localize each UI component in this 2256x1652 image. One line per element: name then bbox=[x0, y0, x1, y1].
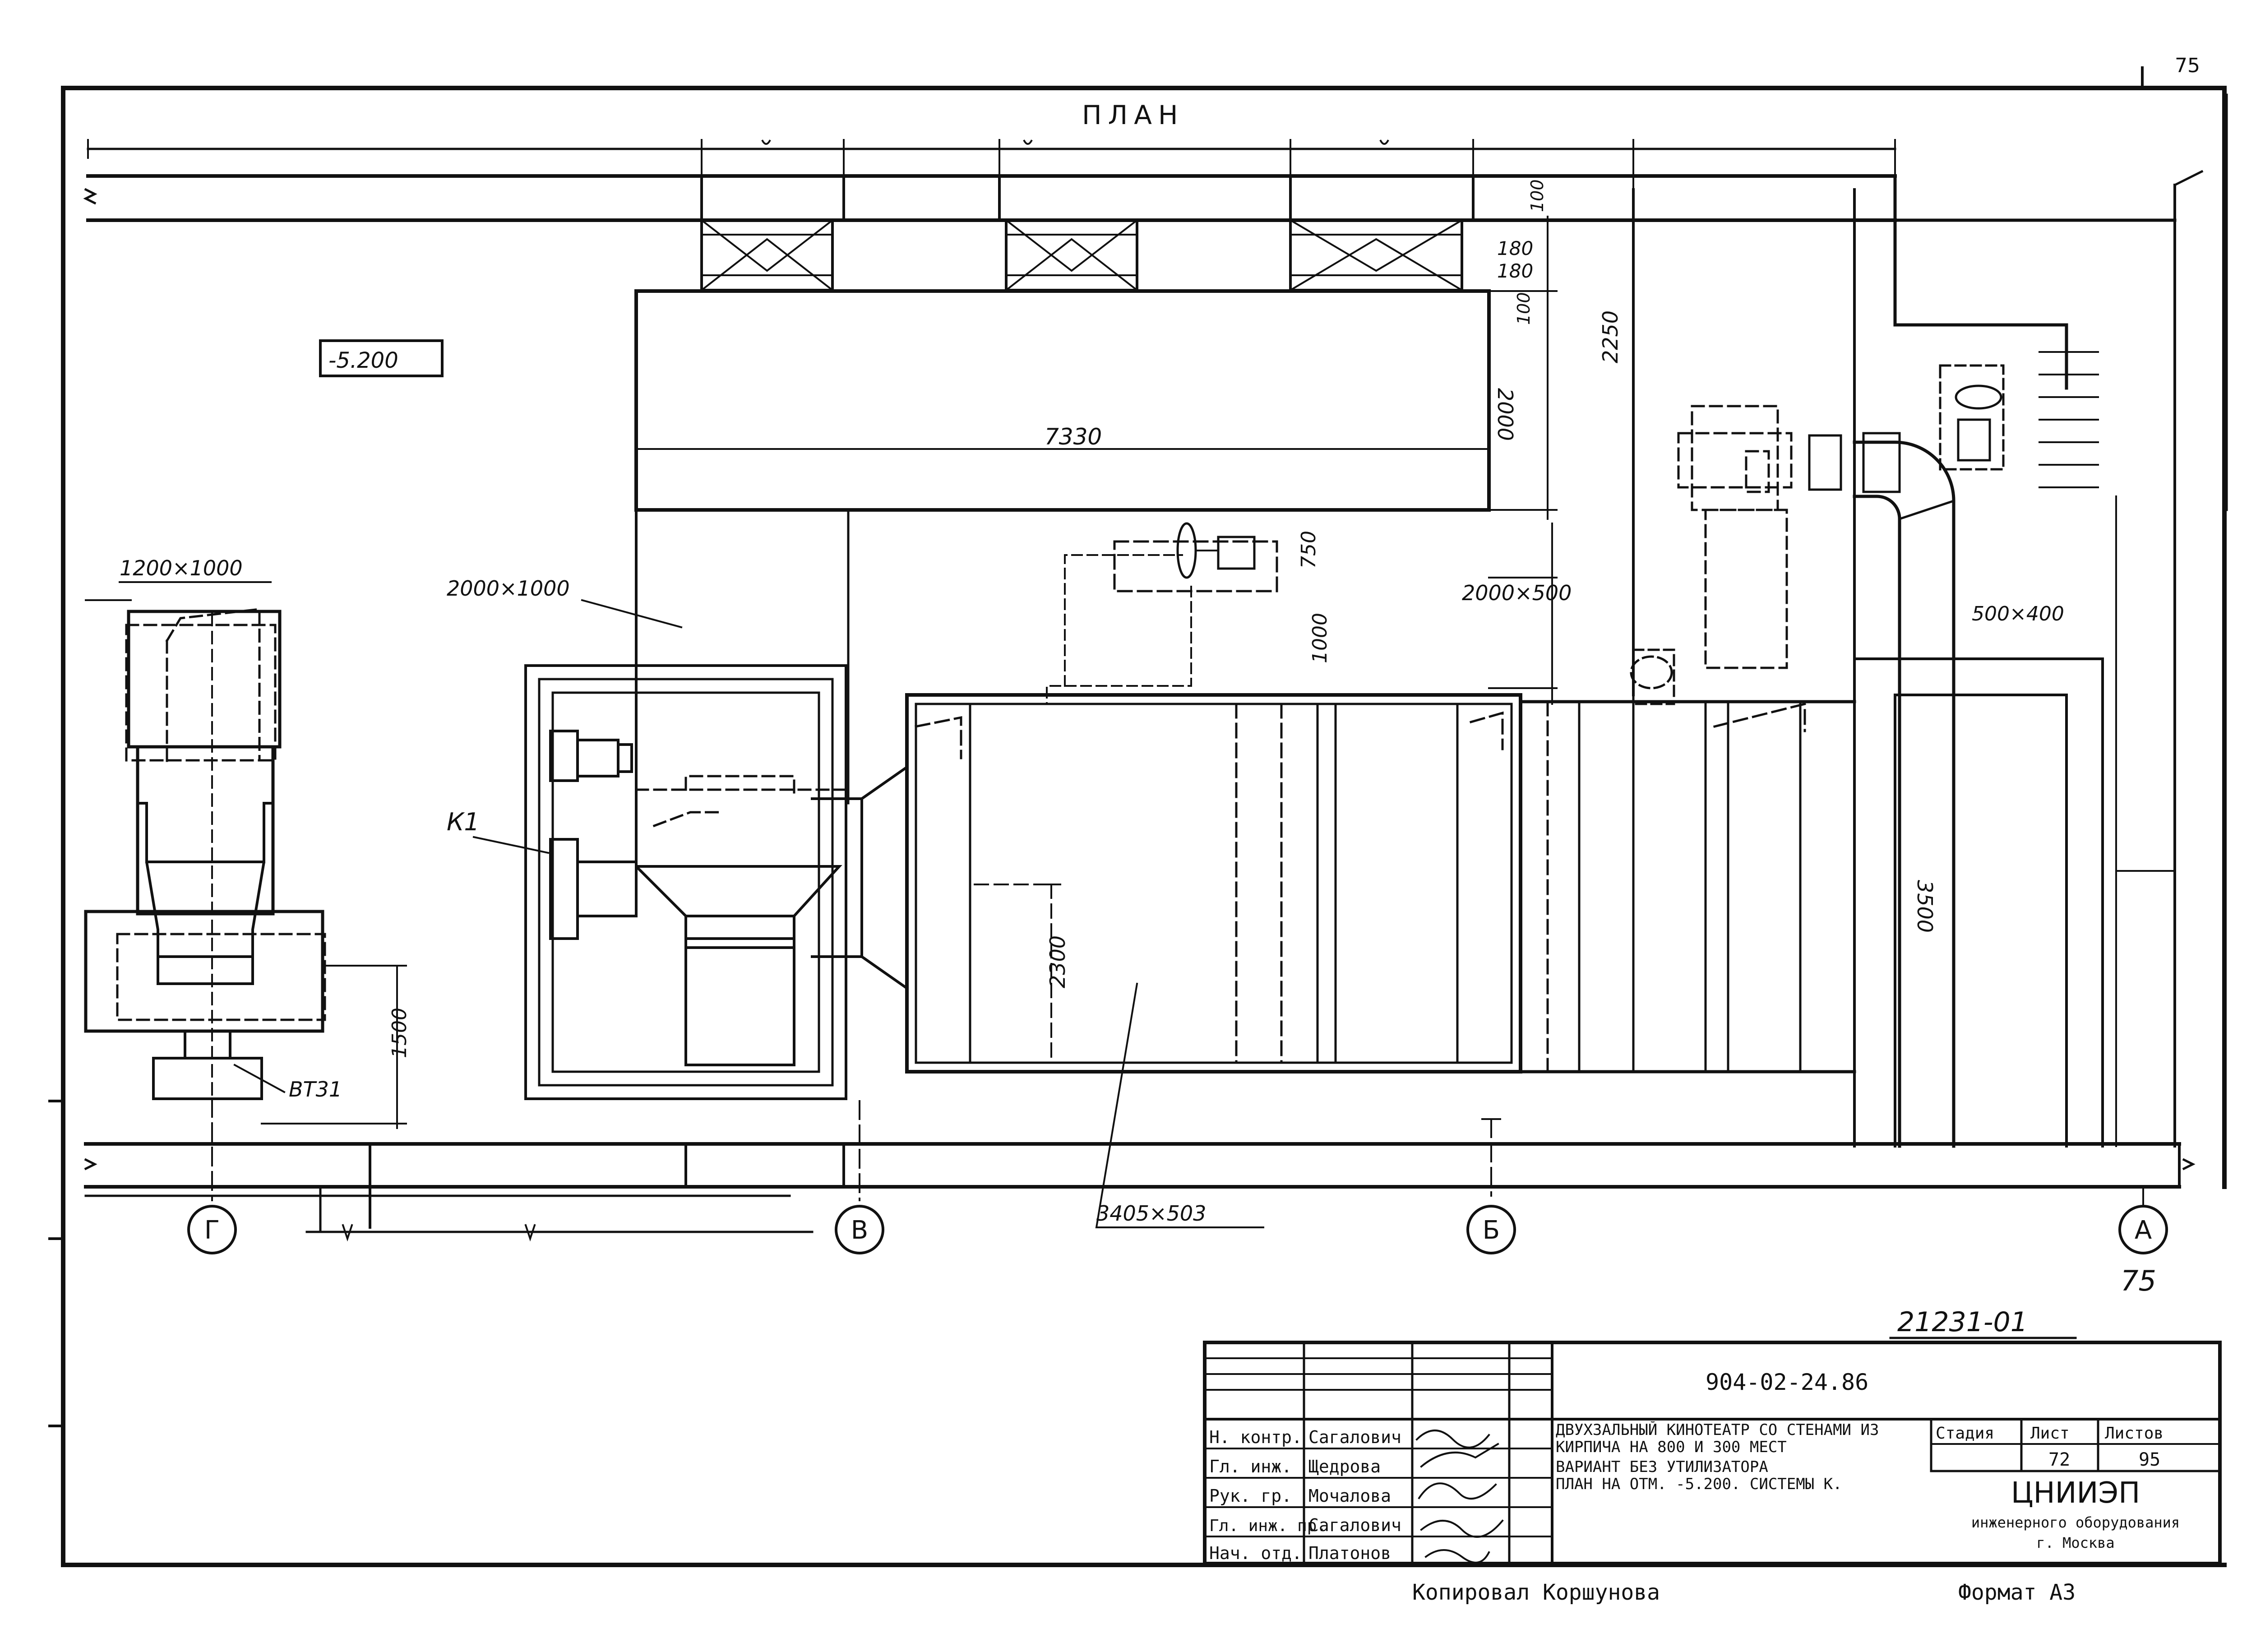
tb-role-5: Нач. отд. bbox=[1209, 1543, 1302, 1563]
axis-a: А bbox=[2135, 1216, 2152, 1245]
inventory-number: 21231-01 bbox=[1897, 1306, 2028, 1338]
dim-1000: 1000 bbox=[1308, 613, 1331, 663]
duct-3405x503: 3405×503 bbox=[1096, 1201, 1206, 1226]
tb-role-2: Гл. инж. bbox=[1209, 1457, 1292, 1476]
k1-leader bbox=[472, 836, 550, 854]
tb-stage-header: Стадия bbox=[1936, 1424, 1994, 1443]
tb-role-1: Н. контр. bbox=[1209, 1427, 1302, 1447]
south-wall bbox=[84, 1142, 2196, 1242]
louver-3 bbox=[1289, 219, 1463, 292]
plan-title: ПЛАН bbox=[1082, 100, 1184, 130]
duct-2000x500: 2000×500 bbox=[1462, 581, 1572, 605]
stair-core bbox=[1893, 170, 2204, 1148]
duct-3405x503-leader bbox=[1095, 982, 1264, 1228]
vt31-leader bbox=[233, 1064, 286, 1093]
k1-label: К1 bbox=[447, 808, 480, 836]
tb-name-1: Сагалович bbox=[1308, 1427, 1401, 1447]
axis-v: В bbox=[851, 1216, 868, 1245]
level-mark-label: -5.200 bbox=[328, 348, 398, 373]
dim-1500: 1500 bbox=[388, 1008, 411, 1058]
duct-2000x1000-leader bbox=[581, 599, 683, 629]
tb-sheet-title: План на отм. -5.200. Системы К. bbox=[1556, 1475, 1842, 1493]
chamber-dimensions bbox=[1488, 216, 1558, 705]
dim-2000: 2000 bbox=[1493, 388, 1517, 441]
louver-1 bbox=[700, 219, 834, 292]
sheet-format: Формат А3 bbox=[1958, 1580, 2076, 1605]
dashed-equipment-upper-right bbox=[1630, 405, 1901, 705]
dim-100-b: 100 bbox=[1514, 292, 1534, 325]
fan-unit-k1 bbox=[524, 664, 850, 1100]
tb-sheet-value: 72 bbox=[2048, 1449, 2070, 1470]
tb-name-5: Платонов bbox=[1308, 1543, 1391, 1563]
duct-2000x1000: 2000×1000 bbox=[447, 576, 570, 601]
tb-name-3: Мочалова bbox=[1308, 1486, 1391, 1506]
small-fan-top-right bbox=[1939, 364, 2005, 471]
tb-role-3: Рук. гр. bbox=[1209, 1486, 1292, 1506]
axis-markers bbox=[187, 1205, 2168, 1254]
tb-variant: Вариант без утилизатора bbox=[1556, 1458, 1768, 1476]
fan-transition bbox=[811, 765, 909, 990]
level-mark bbox=[319, 339, 444, 377]
tb-code: 904-02-24.86 bbox=[1706, 1369, 1868, 1395]
tb-sheets-value: 95 bbox=[2139, 1449, 2160, 1470]
dim-180-b: 180 bbox=[1497, 260, 1533, 282]
duct-1200x1000: 1200×1000 bbox=[120, 556, 243, 580]
tb-org-name: ЦНИИЭП bbox=[2011, 1476, 2140, 1510]
round-duct-500x400 bbox=[1853, 440, 1956, 1148]
copied-by: Копировал Коршунова bbox=[1412, 1580, 1660, 1605]
tb-org-sub: инженерного оборудования bbox=[1971, 1514, 2180, 1531]
dim-750: 750 bbox=[1297, 531, 1320, 569]
dim-3500: 3500 bbox=[1913, 880, 1937, 933]
page-number: 75 bbox=[2121, 1264, 2156, 1297]
tb-name-2: Щедрова bbox=[1308, 1457, 1381, 1476]
north-wall bbox=[83, 174, 1897, 222]
intake-chamber bbox=[634, 289, 1491, 845]
louver-2 bbox=[1005, 219, 1138, 292]
vt31-label: ВТ31 bbox=[289, 1077, 342, 1101]
duct-500x400: 500×400 bbox=[1972, 602, 2064, 625]
axis-g: Г bbox=[204, 1216, 220, 1245]
dim-7330: 7330 bbox=[1045, 424, 1102, 450]
dim-180-a: 180 bbox=[1497, 237, 1533, 259]
tb-org-city: г. Москва bbox=[2036, 1534, 2114, 1551]
tb-description-box: Двухзальный кинотеатр со стенами из кирп… bbox=[1556, 1421, 1879, 1493]
left-fan-assembly bbox=[84, 599, 326, 1102]
dim-100-a: 100 bbox=[1527, 179, 1547, 212]
title-block bbox=[1203, 1341, 2222, 1565]
duct-risers bbox=[1632, 188, 1856, 1148]
tb-sheet-header: Лист bbox=[2030, 1424, 2070, 1443]
tb-name-4: Сагалович bbox=[1308, 1515, 1401, 1535]
tb-description: Двухзальный кинотеатр со стенами из кирп… bbox=[1556, 1421, 1879, 1456]
tb-sheets-header: Листов bbox=[2105, 1424, 2164, 1443]
axis-b: Б bbox=[1483, 1216, 1500, 1245]
dim-2250: 2250 bbox=[1598, 310, 1623, 363]
air-handling-unit bbox=[905, 693, 1856, 1074]
corner-number: 75 bbox=[2175, 54, 2200, 77]
axis-lines bbox=[211, 1098, 2144, 1206]
dim-2300: 2300 bbox=[1045, 935, 1070, 988]
tb-role-4: Гл. инж. пр. bbox=[1209, 1517, 1327, 1535]
dim-1500-line bbox=[261, 965, 407, 1129]
valve-motor-assembly bbox=[1046, 522, 1278, 705]
top-dimension-line bbox=[87, 139, 1896, 190]
right-chamber-wall bbox=[1853, 657, 2104, 1148]
